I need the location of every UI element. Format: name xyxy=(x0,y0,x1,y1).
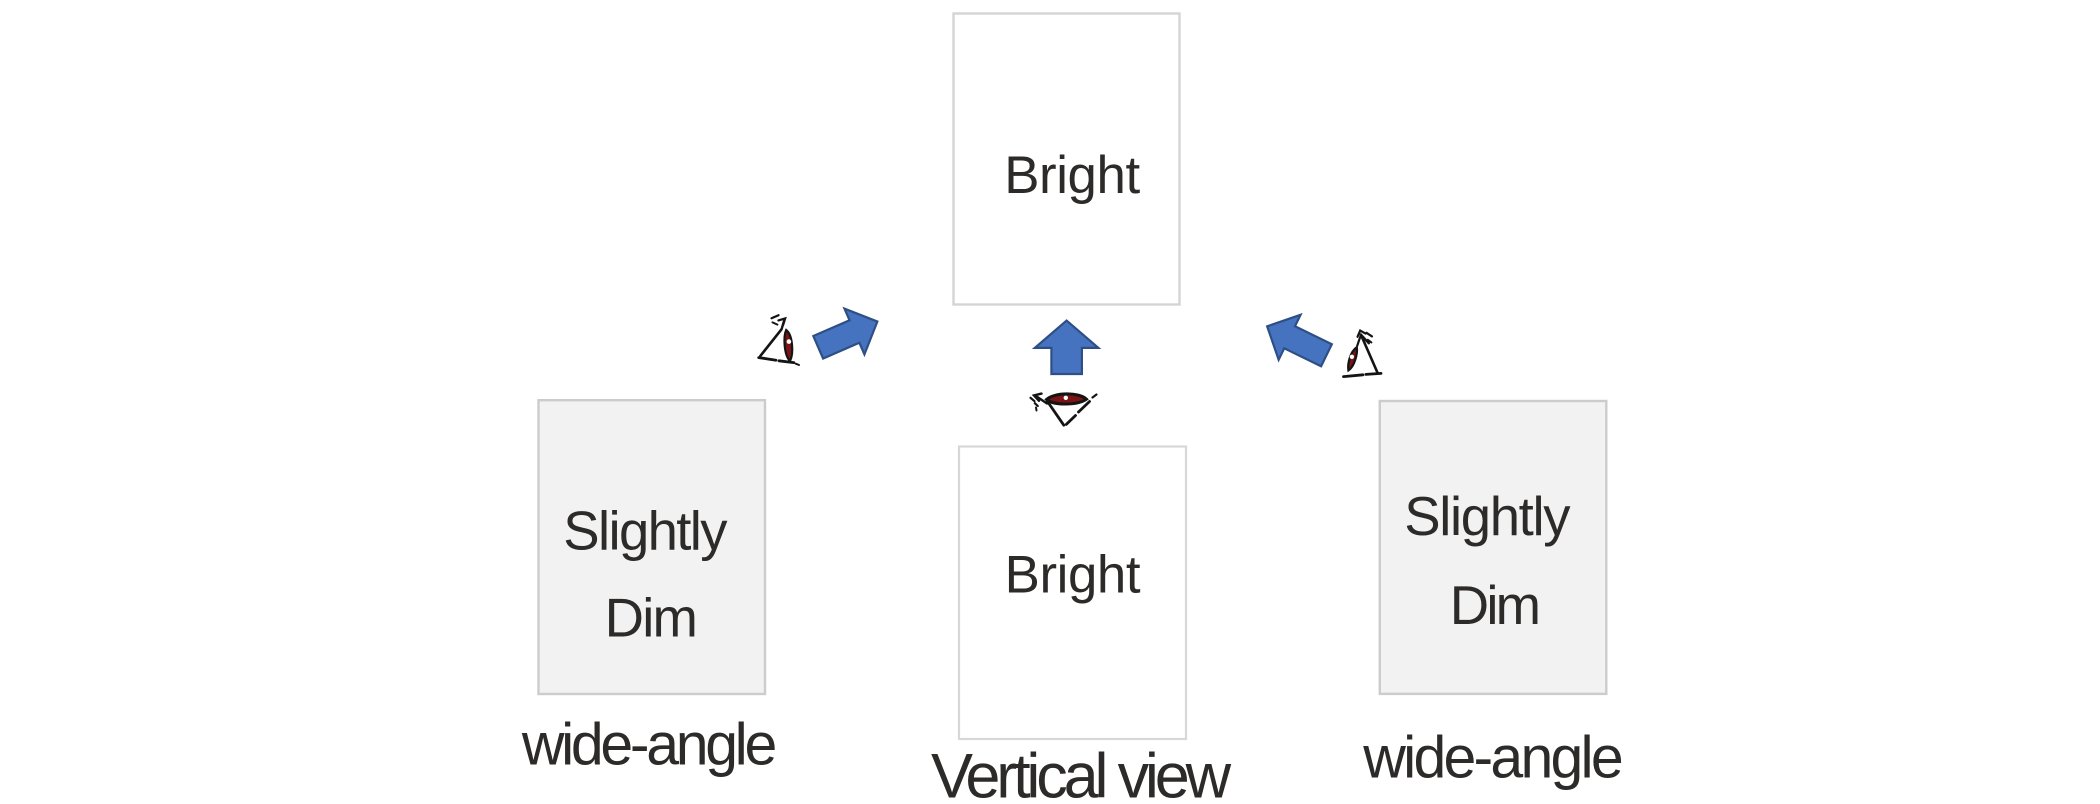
svg-text:Dim: Dim xyxy=(1450,575,1538,636)
svg-text:Dim: Dim xyxy=(605,588,696,649)
svg-text:Slightly: Slightly xyxy=(1404,486,1571,547)
svg-text:Vertical view: Vertical view xyxy=(931,742,1232,804)
svg-text:Bright: Bright xyxy=(1004,146,1140,205)
svg-text:wide-angle: wide-angle xyxy=(1362,725,1622,791)
svg-text:wide-angle: wide-angle xyxy=(521,711,776,777)
svg-text:Bright: Bright xyxy=(1005,545,1141,604)
svg-text:Slightly: Slightly xyxy=(563,500,728,561)
